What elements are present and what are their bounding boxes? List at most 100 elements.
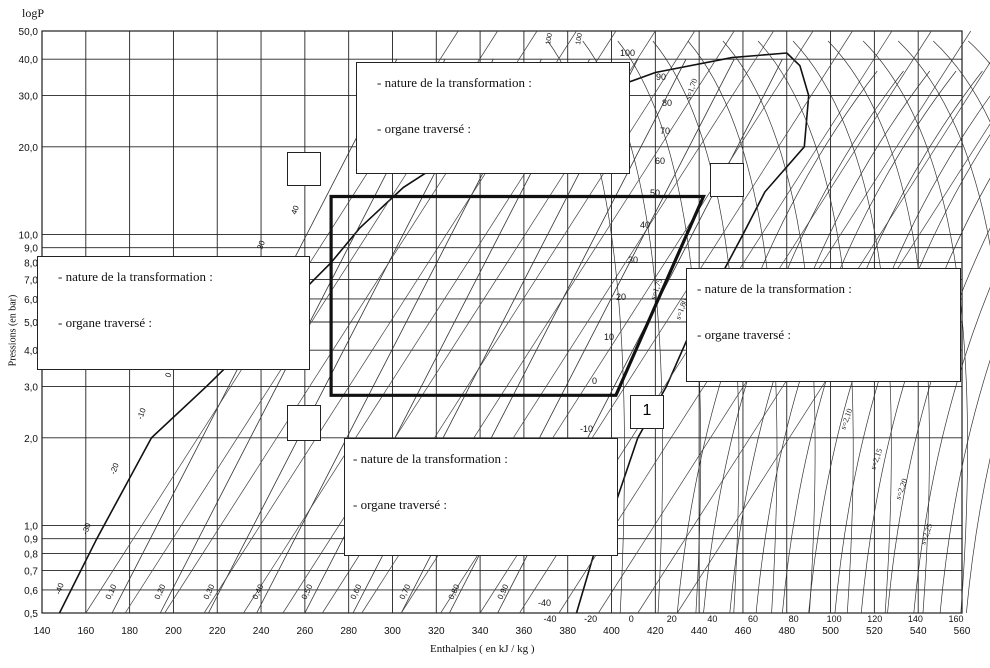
secondary-x-label: -40 [543,614,556,624]
isentrope-curve [932,40,990,123]
y-axis-title: Pressions (en bar) [7,294,19,367]
vapor-temp-label: 30 [628,255,638,265]
y-tick-label: 7,0 [24,275,38,286]
quality-label: 0,80 [447,582,462,600]
y-tick-label: 5,0 [24,318,38,329]
vapor-temp-label: 10 [604,332,614,342]
y-tick-label: 3,0 [24,383,38,394]
secondary-x-label: 100 [827,614,842,624]
y-tick-label: 0,9 [24,535,38,546]
x-tick-label: 260 [297,626,314,637]
liquid-temp-label: 0 [163,371,173,379]
organ-label: - organe traversé : [697,327,791,342]
x-tick-label: 480 [778,626,795,637]
vapor-temp-label: 40 [640,220,650,230]
y-tick-label: 0,7 [24,566,38,577]
secondary-x-label: 60 [748,614,758,624]
vapor-temp-label: 50 [650,188,660,198]
isentrope-curve [757,40,854,614]
organ-label: - organe traversé : [58,315,152,330]
y-tick-label: 20,0 [19,143,39,154]
secondary-x-label: -20 [584,614,597,624]
x-tick-label: 200 [165,626,182,637]
y-tick-label: 10,0 [19,230,39,241]
x-tick-label: 360 [516,626,533,637]
vapor-temp-label: 90 [656,72,666,82]
x-tick-label: 300 [384,626,401,637]
point-box-top-left[interactable] [287,152,321,186]
y-tick-label: 2,0 [24,434,38,445]
secondary-x-label: 0 [629,614,634,624]
isotherm-superheat-curve [939,359,990,614]
vapor-temp-label: -10 [580,424,593,434]
vapor-temp-label: 60 [655,156,665,166]
secondary-x-label: 20 [667,614,677,624]
x-tick-label: 160 [77,626,94,637]
secondary-x-label: 120 [867,614,882,624]
x-tick-label: 320 [428,626,445,637]
y-tick-label: 4,0 [24,346,38,357]
y-tick-label: 1,0 [24,521,38,532]
isotherm-superheat-curve [966,457,990,614]
y-tick-label: 6,0 [24,295,38,306]
answer-box-top[interactable]: - nature de la transformation : - organe… [356,62,630,174]
point-box-top-right[interactable] [710,163,744,197]
refrigeration-cycle [329,194,706,397]
vapor-temp-label: -40 [538,598,551,608]
isentrope-curve [652,40,740,614]
x-tick-label: 220 [209,626,226,637]
point-box-bottom-left[interactable] [287,405,321,441]
x-tick-label: 460 [735,626,752,637]
x-tick-label: 440 [691,626,708,637]
liquid-temp-label: -30 [80,521,93,535]
nature-label: - nature de la transformation : [377,75,532,90]
answer-box-bottom[interactable]: - nature de la transformation : - organe… [344,438,618,556]
vapor-temp-label: 20 [616,292,626,302]
entropy-label: s=2,20 [893,477,909,500]
x-tick-label: 280 [340,626,357,637]
x-tick-label: 540 [910,626,927,637]
secondary-x-label: 140 [908,614,923,624]
x-tick-label: 500 [822,626,839,637]
isentrope-curve [968,40,990,65]
isentrope-curve [617,40,702,614]
liquid-temp-label: 30 [255,239,267,251]
x-tick-label: 560 [954,626,971,637]
x-tick-label: 140 [34,626,51,637]
entropy-label: s=2,15 [868,447,884,470]
liquid-temp-label: -40 [53,581,66,595]
quality-label: 0,30 [202,582,217,600]
secondary-x-label: 40 [707,614,717,624]
x-tick-label: 240 [253,626,270,637]
isentrope-curve [722,40,816,614]
quality-label: 0,40 [251,582,266,600]
y-tick-label: 9,0 [24,244,38,255]
y-tick-label: 40,0 [19,55,39,66]
x-tick-label: 380 [559,626,576,637]
secondary-x-label: 160 [948,614,963,624]
saturated-liquid-curve [58,52,787,614]
y-tick-label: 0,8 [24,550,38,561]
point-box-1: 1 [630,395,664,429]
answer-box-right[interactable]: - nature de la transformation : - organe… [686,268,961,382]
top-small-label: 100 [575,33,584,46]
secondary-x-label: 80 [789,614,799,624]
quality-label: 0,60 [349,582,364,600]
isentrope-curve [792,40,892,614]
nature-label: - nature de la transformation : [697,281,852,296]
nature-label: - nature de la transformation : [58,269,213,284]
x-tick-label: 180 [121,626,138,637]
nature-label: - nature de la transformation : [353,451,508,466]
x-tick-label: 400 [603,626,620,637]
quality-label: 0,20 [153,582,168,600]
liquid-temp-label: 40 [289,204,301,216]
isentrope-curve [897,40,990,247]
y-tick-label: 30,0 [19,92,39,103]
vapor-temp-label: 0 [592,376,597,386]
y-axis-title-logp: logP [22,6,45,20]
vapor-temp-label: 100 [620,48,635,58]
cycle-outline [329,194,706,397]
liquid-temp-label: -20 [108,461,121,475]
answer-box-left[interactable]: - nature de la transformation : - organe… [37,256,310,370]
y-tick-label: 8,0 [24,259,38,270]
